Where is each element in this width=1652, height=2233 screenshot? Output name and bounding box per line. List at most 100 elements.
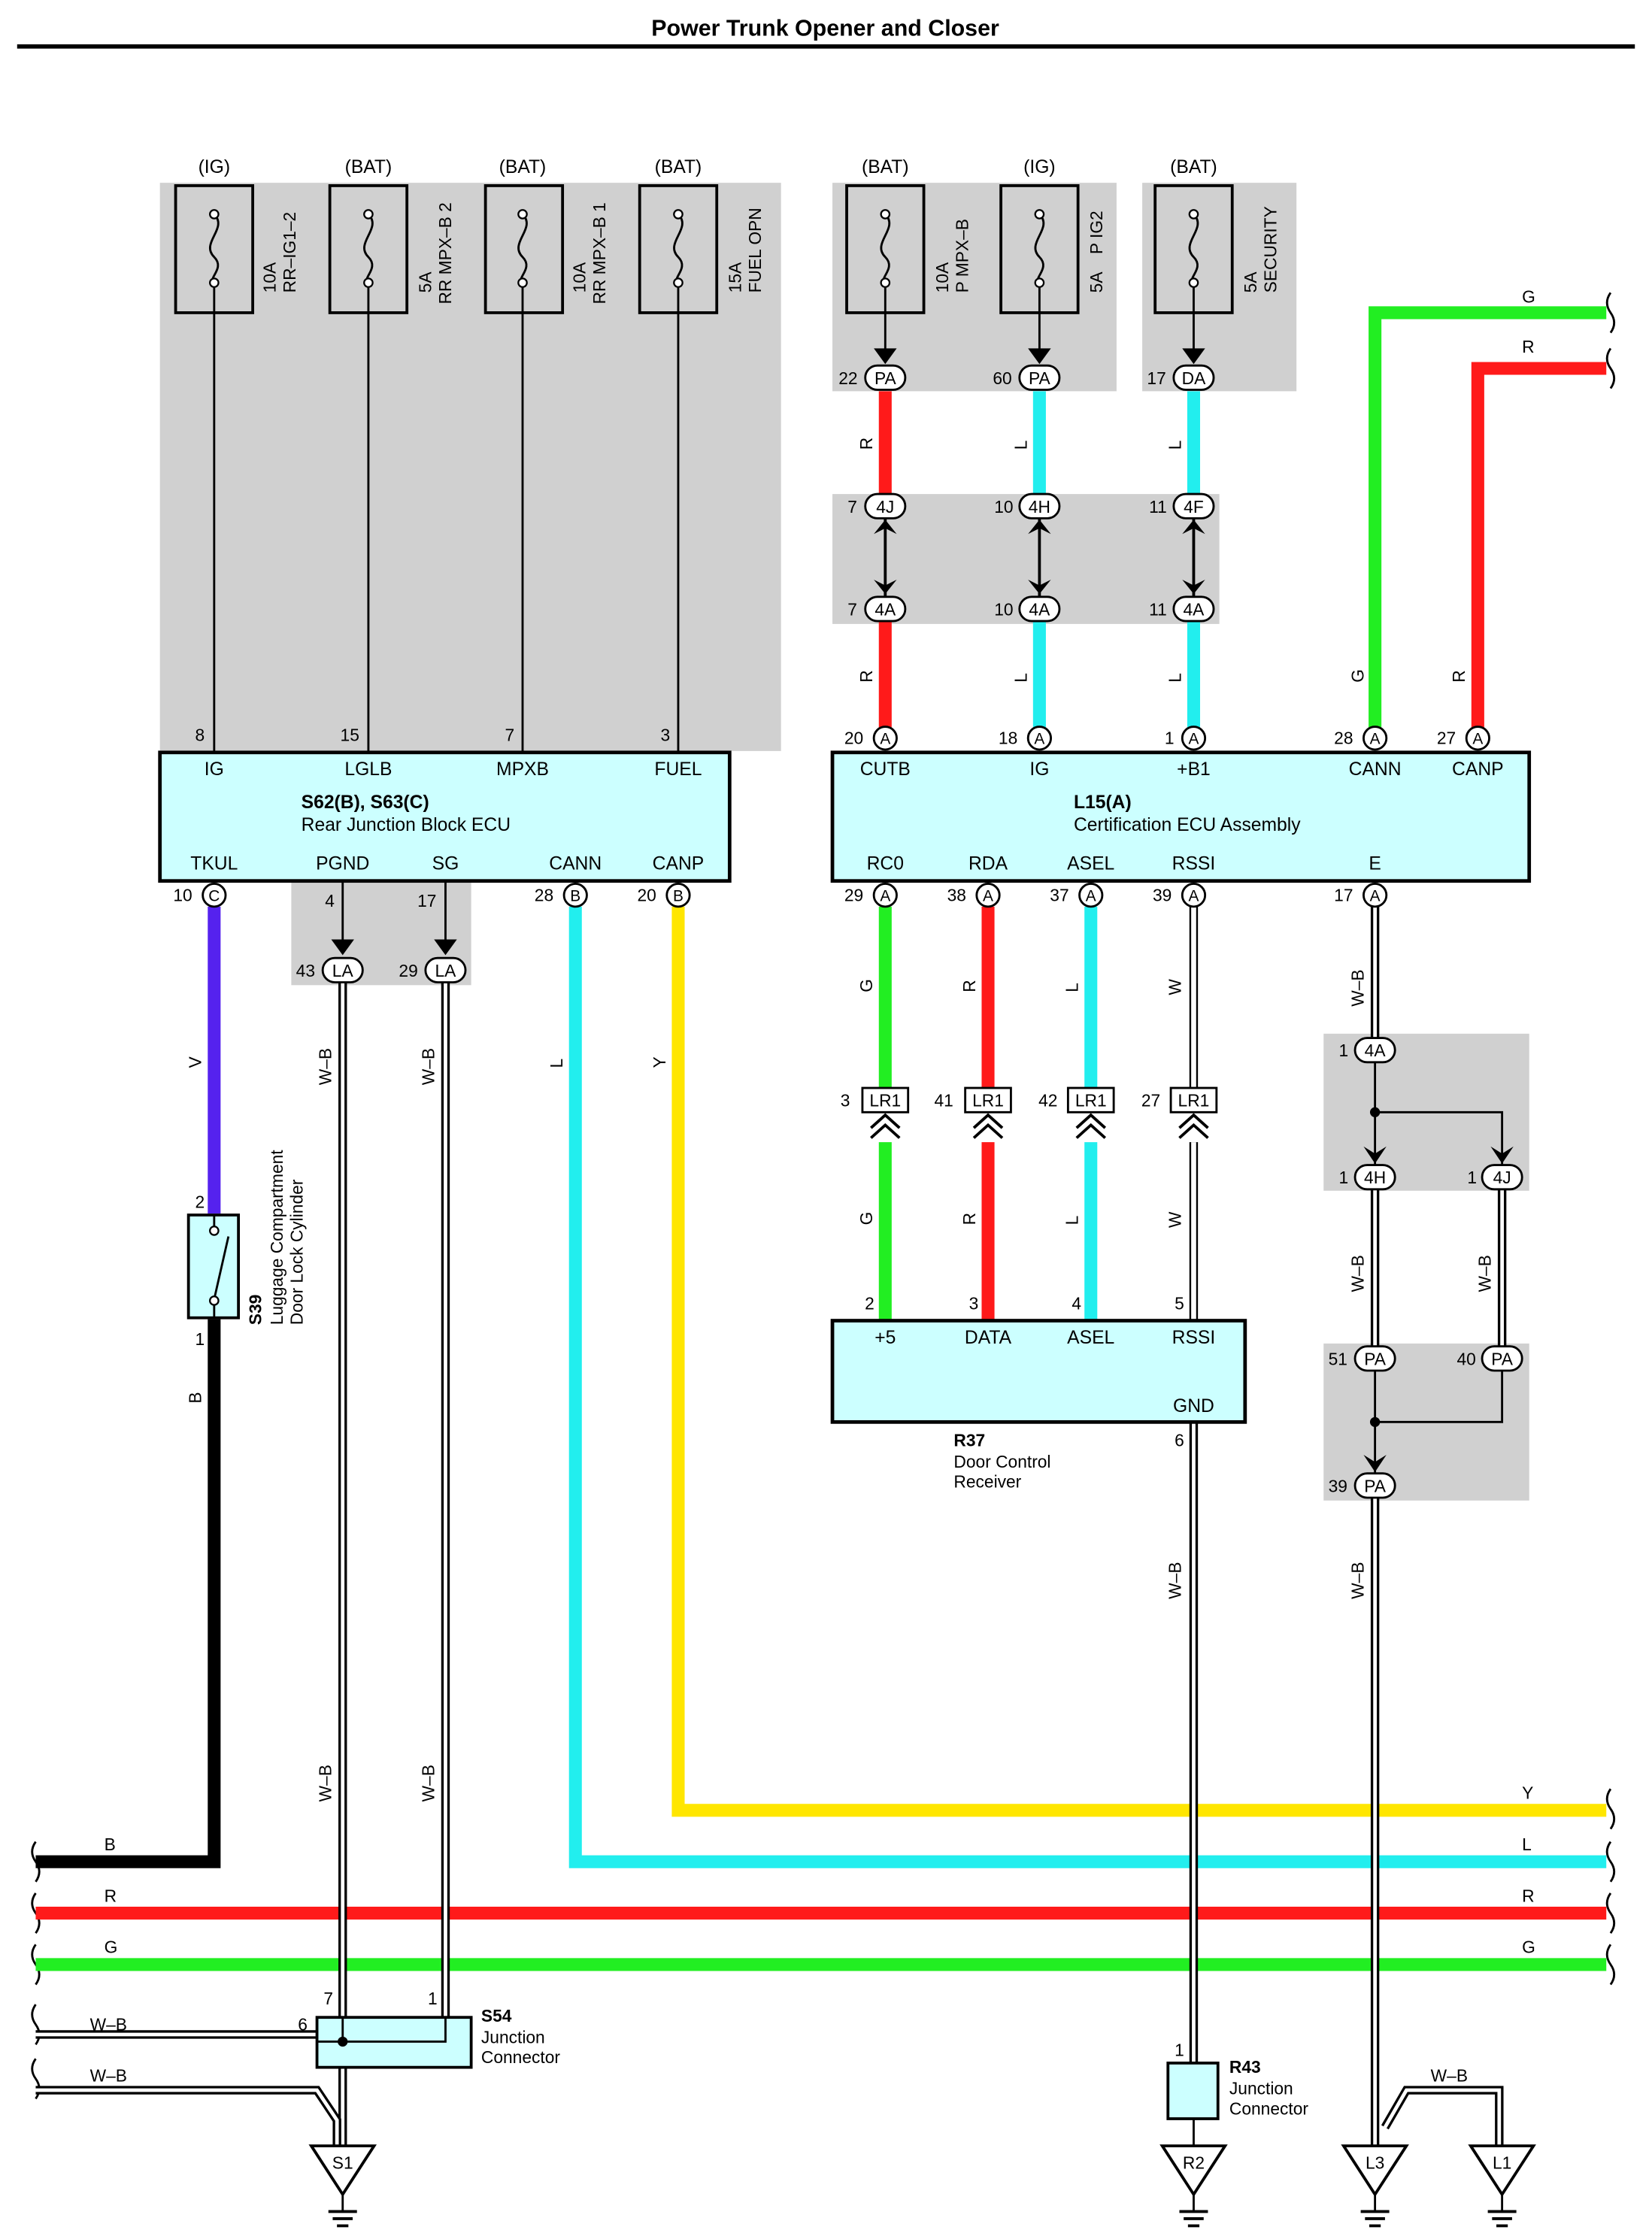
top-connectors: PA 22 PA 60 DA 17 — [838, 348, 1215, 391]
svg-text:A: A — [983, 887, 993, 904]
svg-text:W–B: W–B — [1431, 2066, 1468, 2086]
svg-text:L1: L1 — [1493, 2153, 1511, 2172]
connector-4h: 4H 10 4A 10 — [994, 492, 1061, 623]
svg-text:10: 10 — [173, 885, 192, 904]
svg-text:5A: 5A — [1087, 271, 1106, 293]
svg-text:LR1: LR1 — [1178, 1091, 1210, 1110]
svg-text:R: R — [1522, 337, 1534, 356]
svg-text:L: L — [1011, 441, 1030, 450]
svg-text:W: W — [1165, 979, 1184, 995]
svg-text:S62(B), S63(C): S62(B), S63(C) — [302, 792, 429, 813]
svg-text:A: A — [1034, 730, 1044, 747]
svg-text:Door Control: Door Control — [953, 1452, 1050, 1471]
svg-text:Y: Y — [650, 1056, 669, 1068]
svg-text:4J: 4J — [876, 497, 894, 517]
svg-text:PA: PA — [1364, 1476, 1386, 1495]
title-underline — [17, 44, 1635, 49]
cert-ecu-bottom-pins: A 29 A 38 A 37 A 39 A 17 — [844, 883, 1388, 908]
svg-text:LA: LA — [435, 961, 457, 980]
svg-text:A: A — [1472, 730, 1483, 747]
svg-text:4H: 4H — [1364, 1168, 1386, 1187]
svg-text:CANN: CANN — [549, 853, 602, 874]
lr1-chevrons — [870, 1113, 1209, 1139]
connector-pa-22: PA 22 — [838, 348, 907, 391]
door-lock-cylinder-switch: 2 1 S39 Luggage Compartment Door Lock Cy… — [186, 1150, 307, 1349]
svg-text:S54: S54 — [481, 2006, 512, 2025]
svg-text:Receiver: Receiver — [953, 1472, 1021, 1492]
svg-text:41: 41 — [934, 1091, 953, 1110]
svg-text:29: 29 — [399, 961, 417, 980]
svg-text:5: 5 — [1175, 1293, 1184, 1313]
fuse-labels: 10A RR–IG1–2 5A RR MPX–B 2 10A RR MPX–B … — [259, 202, 1280, 304]
svg-text:W–B: W–B — [1347, 1562, 1367, 1598]
ground-symbols: S1 R2 L3 L1 — [308, 2144, 1536, 2228]
svg-text:L: L — [1165, 673, 1184, 683]
bus-wires — [35, 1907, 1607, 1971]
svg-text:Rear Junction Block ECU: Rear Junction Block ECU — [302, 815, 511, 835]
svg-text:27: 27 — [1437, 728, 1456, 747]
svg-text:L3: L3 — [1366, 2153, 1384, 2172]
svg-text:60: 60 — [993, 368, 1011, 388]
svg-text:L: L — [1011, 673, 1030, 683]
connector-pa-60: PA 60 — [993, 348, 1061, 391]
svg-text:(IG): (IG) — [1023, 157, 1055, 177]
junction-connector-r43: 1 R43 Junction Connector — [1166, 2040, 1308, 2120]
svg-text:A: A — [1370, 730, 1381, 747]
ground-l1: L1 — [1468, 2144, 1536, 2228]
svg-text:6: 6 — [298, 2014, 308, 2034]
svg-text:DATA: DATA — [965, 1328, 1012, 1348]
svg-text:RSSI: RSSI — [1172, 853, 1216, 874]
ground-chain-connectors: 4A 1 4H 1 4J 1 PA 51 PA 40 PA 39 — [1329, 1037, 1523, 1499]
svg-text:CUTB: CUTB — [860, 759, 911, 780]
svg-text:P MPX–B: P MPX–B — [952, 219, 971, 292]
svg-text:Door Lock Cylinder: Door Lock Cylinder — [287, 1179, 307, 1325]
svg-text:10A: 10A — [932, 262, 952, 292]
svg-text:1: 1 — [1165, 728, 1175, 747]
svg-text:5A: 5A — [1241, 271, 1260, 293]
connector-da-17: DA 17 — [1147, 348, 1215, 391]
svg-text:5A: 5A — [415, 271, 435, 293]
svg-text:LGLB: LGLB — [344, 759, 392, 780]
svg-text:W–B: W–B — [418, 1048, 438, 1085]
svg-text:1: 1 — [1339, 1041, 1349, 1060]
svg-text:10A: 10A — [570, 262, 590, 292]
svg-text:GND: GND — [1173, 1396, 1214, 1416]
svg-text:B: B — [673, 887, 684, 904]
door-control-receiver: +5 DATA ASEL RSSI GND 2 3 4 5 6 R37 Door… — [830, 1293, 1247, 1492]
svg-text:4F: 4F — [1184, 497, 1204, 517]
svg-text:Junction: Junction — [481, 2027, 545, 2047]
svg-text:W–B: W–B — [1347, 969, 1367, 1006]
svg-text:FUEL OPN: FUEL OPN — [745, 208, 765, 292]
lr1-connectors: LR1 3 LR1 41 LR1 42 LR1 27 — [841, 1086, 1218, 1113]
svg-text:ASEL: ASEL — [1067, 853, 1114, 874]
svg-text:R37: R37 — [953, 1431, 985, 1450]
svg-text:R: R — [856, 670, 876, 682]
svg-text:G: G — [856, 1212, 876, 1226]
rear-ecu-top-pins: 8 15 7 3 — [196, 726, 671, 745]
svg-text:R2: R2 — [1183, 2153, 1205, 2172]
svg-text:B: B — [105, 1835, 116, 1854]
svg-text:1: 1 — [1175, 2040, 1184, 2059]
svg-text:39: 39 — [1329, 1476, 1347, 1495]
svg-text:PA: PA — [1364, 1349, 1386, 1368]
top-wire-labels: R R L L L L G R G R — [856, 287, 1535, 683]
svg-text:Certification ECU Assembly: Certification ECU Assembly — [1074, 815, 1301, 835]
svg-text:Junction: Junction — [1229, 2079, 1293, 2098]
svg-text:22: 22 — [838, 368, 857, 388]
svg-text:8: 8 — [196, 726, 205, 745]
svg-text:B: B — [186, 1392, 205, 1403]
svg-text:42: 42 — [1038, 1091, 1057, 1110]
wb-wires-left — [338, 982, 450, 2147]
svg-text:(BAT): (BAT) — [345, 157, 393, 177]
svg-text:3: 3 — [841, 1091, 850, 1110]
svg-text:CANP: CANP — [1452, 759, 1504, 780]
svg-text:+B1: +B1 — [1177, 759, 1211, 780]
svg-text:Connector: Connector — [481, 2047, 560, 2067]
svg-text:MPXB: MPXB — [496, 759, 549, 780]
svg-text:10: 10 — [994, 497, 1013, 517]
pgnd-sg-lines — [341, 880, 447, 943]
svg-text:L15(A): L15(A) — [1074, 792, 1132, 813]
svg-text:W–B: W–B — [90, 2066, 127, 2086]
svg-text:Y: Y — [1522, 1783, 1533, 1803]
svg-text:4: 4 — [1072, 1293, 1081, 1313]
